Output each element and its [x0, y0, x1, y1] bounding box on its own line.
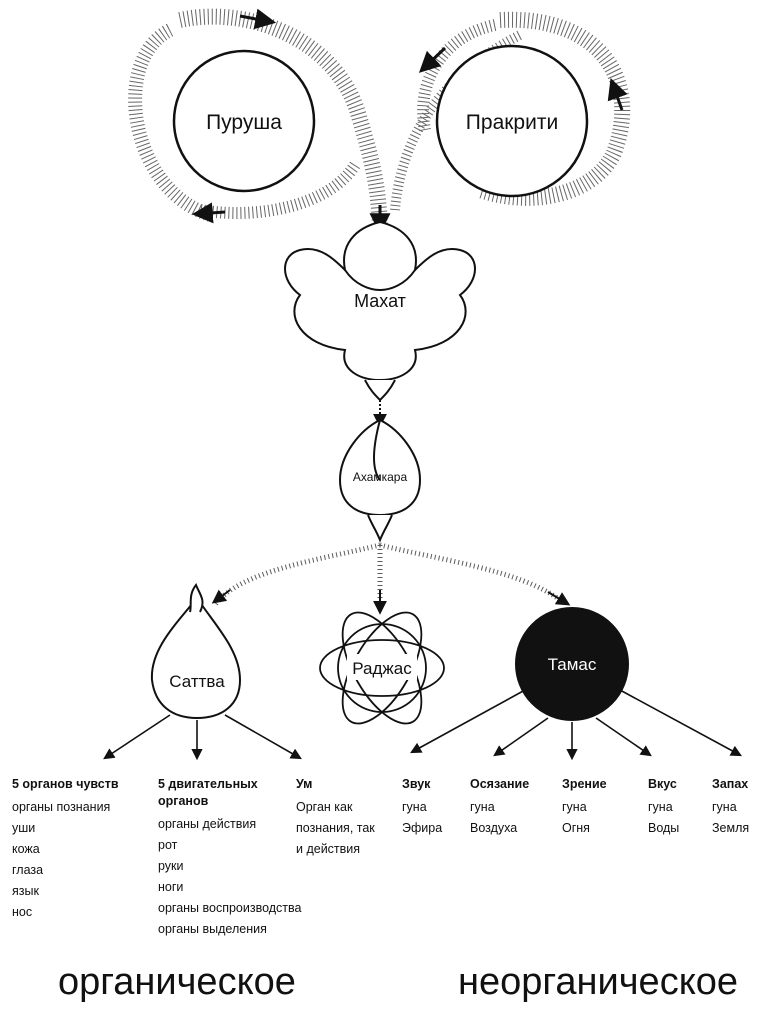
column-line: уши: [12, 821, 36, 835]
column-line: кожа: [12, 842, 40, 856]
rajas-label: Раджас: [352, 659, 412, 678]
swirl-arrow: [191, 202, 226, 224]
swirl-arrow: [607, 78, 628, 111]
column-line: органы действия: [158, 817, 257, 831]
sattva-arrows: [103, 714, 302, 761]
column-line: рот: [158, 838, 178, 852]
organic-label: органическое: [58, 961, 296, 1003]
column-line: Орган как познания, так и действия: [296, 800, 375, 856]
tamas-circle: [515, 607, 629, 721]
column-title: Запах: [712, 777, 749, 791]
column-title: 5 двигательных органов: [158, 777, 258, 808]
tamas-arrows: [410, 689, 742, 761]
column-line: гуна: [562, 800, 587, 814]
column-line: глаза: [12, 863, 44, 877]
prakriti-swirl: [390, 11, 631, 211]
branch-arrow-tamas: [547, 591, 571, 606]
column-line: органы воспроизводства: [158, 901, 302, 915]
column-taste: Вкус гуна Воды: [648, 776, 679, 839]
sattva-bulb: [150, 583, 242, 720]
sattva-label: Саттва: [169, 672, 225, 691]
column-sound: Звук гуна Эфира: [402, 776, 442, 839]
swirl-arrow: [239, 8, 277, 30]
purusha-label: Пуруша: [206, 111, 282, 134]
column-line: гуна: [402, 800, 427, 814]
column-sight: Зрение гуна Огня: [562, 776, 607, 839]
mahat-lotus: [284, 220, 476, 402]
column-title: 5 органов чувств: [12, 777, 119, 791]
prakriti-label: Пракрити: [466, 111, 558, 134]
column-title: Вкус: [648, 777, 677, 791]
purusha-swirl: [128, 8, 388, 226]
column-smell: Запах гуна Земля: [712, 776, 749, 839]
column-title: Осязание: [470, 777, 530, 791]
rajas-label-bg: [347, 654, 417, 680]
prakriti-circle: [435, 44, 589, 198]
column-line: органы познания: [12, 800, 111, 814]
purusha-circle: [172, 49, 316, 193]
column-title: Ум: [296, 777, 313, 791]
column-line: Земля: [712, 821, 750, 835]
column-line: нос: [12, 905, 33, 919]
ahamkara-label: Ахамкара: [353, 470, 408, 484]
column-line: Эфира: [402, 821, 443, 835]
swirl-arrow: [418, 46, 447, 73]
column-sense-organs: 5 органов чувств органы познания уши кож…: [12, 776, 119, 923]
tamas-label: Тамас: [548, 655, 597, 674]
column-line: органы выделения: [158, 922, 267, 936]
column-line: Воды: [648, 821, 680, 835]
column-line: гуна: [470, 800, 495, 814]
column-line: Огня: [562, 821, 590, 835]
column-touch: Осязание гуна Воздуха: [470, 776, 529, 839]
ahamkara-branches: [212, 542, 562, 607]
column-line: гуна: [648, 800, 673, 814]
column-title: Звук: [402, 777, 431, 791]
mahat-label: Махат: [354, 291, 406, 311]
column-motor-organs: 5 двигательных органов органы действия р…: [158, 776, 302, 940]
column-line: Воздуха: [470, 821, 518, 835]
column-title: Зрение: [562, 777, 607, 791]
branch-arrow-sattva: [211, 589, 231, 604]
column-line: ноги: [158, 880, 184, 894]
column-line: язык: [12, 884, 39, 898]
column-line: гуна: [712, 800, 737, 814]
column-mind: Ум Орган как познания, так и действия: [296, 776, 376, 860]
ahamkara-bud: [338, 418, 422, 543]
column-line: руки: [158, 859, 184, 873]
inorganic-label: неорганическое: [458, 961, 739, 1003]
